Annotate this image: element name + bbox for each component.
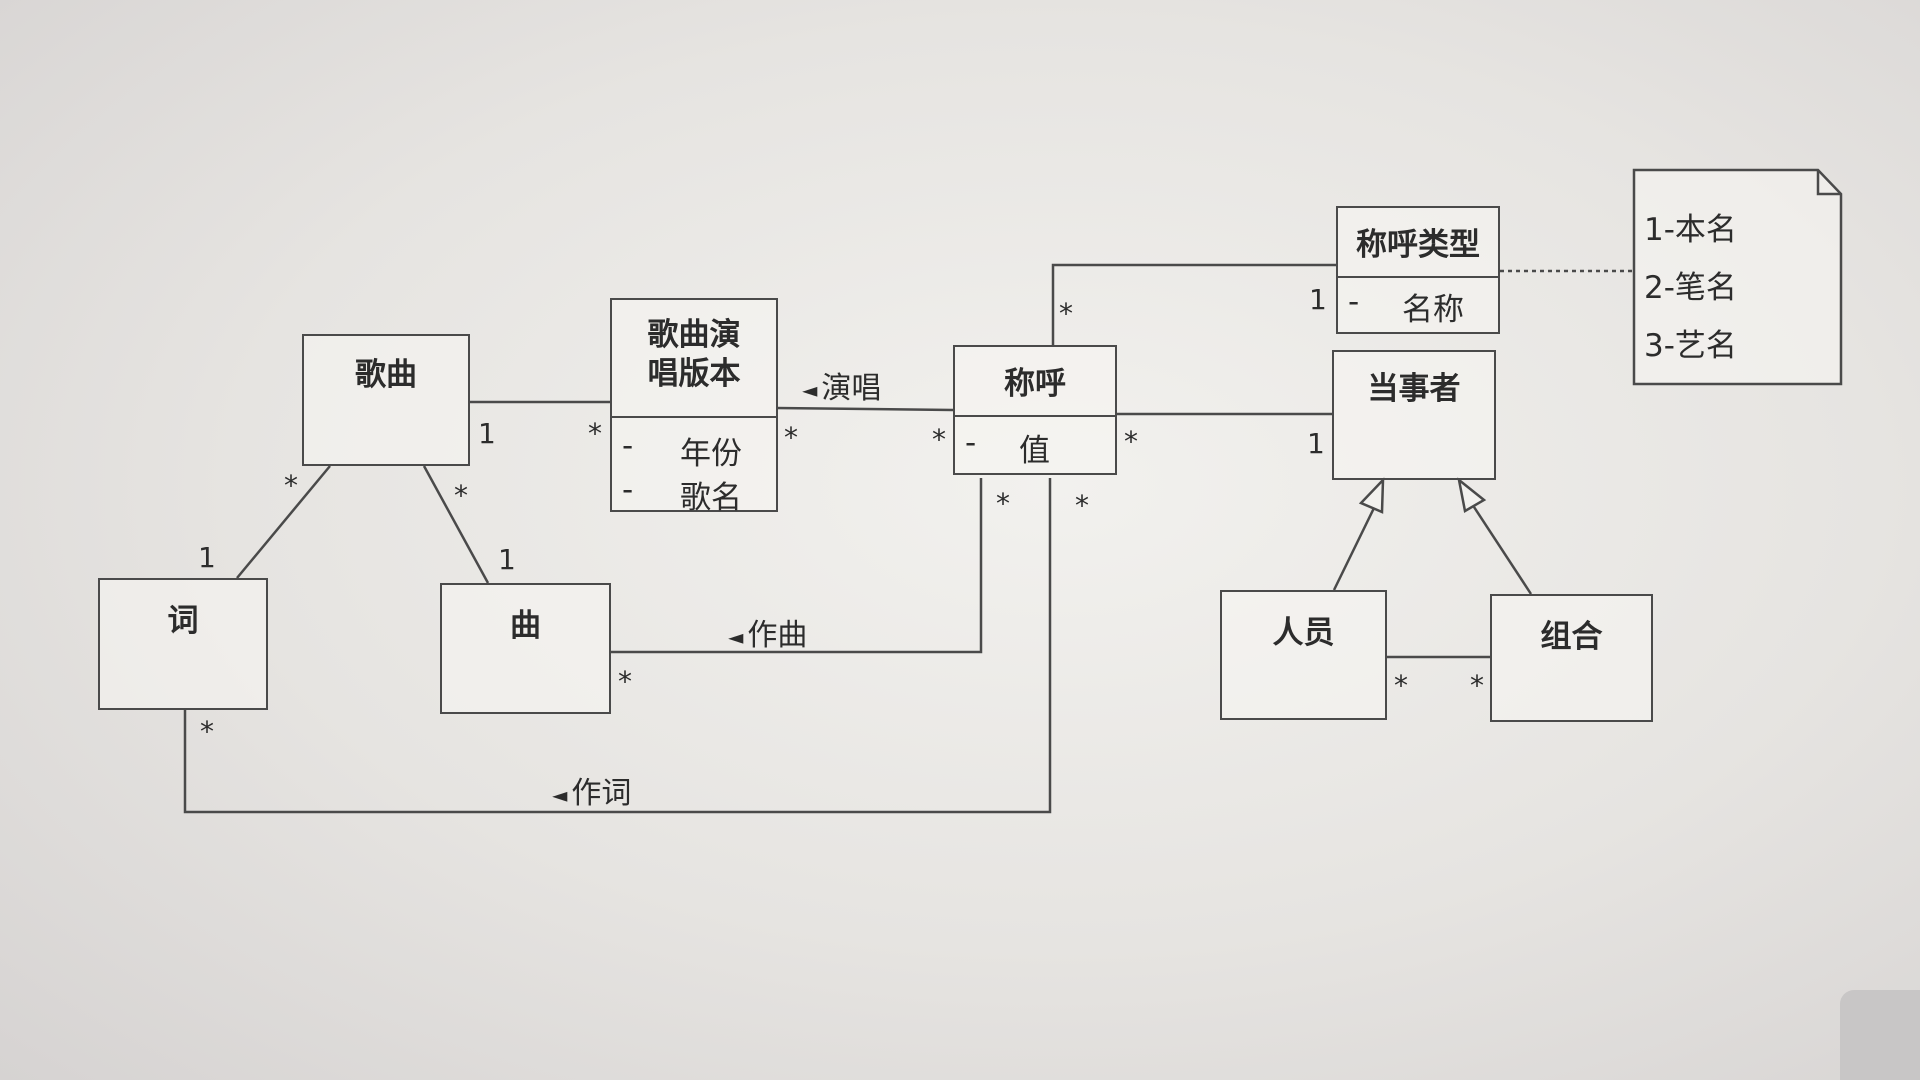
mult-song-melody-1: 1: [498, 543, 516, 576]
mult-person-group-star-left: *: [1394, 669, 1408, 702]
mult-compose-melody-star: *: [618, 665, 632, 698]
mult-appellation-party-star: *: [1124, 425, 1138, 458]
direction-arrow-icon: ◄: [552, 782, 568, 807]
label-compose-text: 作曲: [747, 618, 808, 653]
assoc-song-lyrics: [236, 465, 331, 579]
class-appellation-type-separator: [1338, 276, 1498, 278]
mult-song-melody-star: *: [454, 479, 468, 512]
note[interactable]: 1-本名 2-笔名 3-艺名: [1634, 170, 1841, 384]
class-group-title: 组合: [1540, 619, 1603, 655]
note-line-1: 1-本名: [1644, 212, 1737, 248]
attr-visibility: -: [1348, 284, 1360, 320]
class-version-title: 歌曲演 唱版本: [612, 300, 776, 394]
mult-song-version-1: 1: [478, 417, 496, 450]
class-song[interactable]: 歌曲: [302, 334, 470, 466]
class-group[interactable]: 组合: [1490, 594, 1653, 722]
mult-person-group-star-right: *: [1470, 669, 1484, 702]
assoc-write-lyrics: [183, 478, 1052, 814]
class-song-title: 歌曲: [355, 357, 417, 393]
assoc-appellation-type: [1051, 263, 1336, 345]
class-appellation-attr-value: - 值: [955, 425, 1115, 469]
class-person-title: 人员: [1272, 615, 1335, 651]
class-version-title-line1: 歌曲演: [647, 317, 741, 353]
class-appellation-type-attr-name: - 名称: [1338, 284, 1498, 328]
class-version-attr-year: - 年份: [612, 428, 776, 472]
class-appellation-type[interactable]: 称呼类型 - 名称: [1336, 206, 1500, 334]
class-party-title: 当事者: [1367, 371, 1461, 407]
direction-arrow-icon: ◄: [728, 624, 744, 649]
generalization-arrow-group: [1457, 476, 1487, 513]
attr-visibility: -: [965, 425, 977, 461]
attr-name: 值: [1019, 433, 1050, 469]
mult-sing-version-star: *: [784, 421, 798, 454]
note-line-2: 2-笔名: [1644, 270, 1737, 306]
generalization-arrow-person: [1358, 476, 1385, 514]
note-fold: [1816, 170, 1841, 196]
mult-lyrics-writer-star: *: [200, 715, 214, 748]
class-appellation-type-title: 称呼类型: [1356, 227, 1480, 263]
mult-sing-appellation-star: *: [932, 423, 946, 456]
attr-name: 歌名: [680, 480, 742, 516]
mult-appellation-party-1: 1: [1307, 427, 1325, 460]
class-version-separator: [612, 416, 776, 418]
assoc-compose: [609, 478, 983, 654]
assoc-sing: [775, 406, 954, 412]
class-version-title-line2: 唱版本: [647, 355, 741, 392]
mult-compose-appellation-star: *: [996, 487, 1010, 520]
direction-arrow-icon: ◄: [802, 377, 818, 402]
label-compose: ◄作曲: [728, 610, 807, 654]
note-shape: [1632, 168, 1843, 386]
class-appellation-separator: [955, 415, 1115, 417]
label-write-lyrics: ◄作词: [552, 768, 631, 812]
label-sing: ◄演唱: [802, 363, 881, 407]
generalization-person: [1332, 507, 1376, 591]
mult-type-appellation-star: *: [1059, 297, 1073, 330]
class-appellation-title: 称呼: [1004, 366, 1066, 402]
class-lyrics-title: 词: [167, 603, 199, 639]
attr-name: 年份: [680, 436, 742, 472]
label-sing-text: 演唱: [821, 371, 882, 406]
mult-song-lyrics-1: 1: [198, 541, 216, 574]
attr-visibility: -: [622, 472, 634, 508]
mult-song-lyrics-star: *: [284, 469, 298, 502]
mult-song-version-star: *: [588, 417, 602, 450]
generalization-group: [1472, 506, 1533, 595]
class-version-attr-title: - 歌名: [612, 472, 776, 516]
screen-corner: [1840, 990, 1920, 1080]
class-lyrics[interactable]: 词: [98, 578, 268, 710]
class-appellation[interactable]: 称呼 - 值: [953, 345, 1117, 475]
mult-type-1: 1: [1309, 283, 1327, 316]
class-melody-title: 曲: [510, 608, 541, 644]
attr-visibility: -: [622, 428, 634, 464]
assoc-song-melody: [422, 465, 490, 584]
class-melody[interactable]: 曲: [440, 583, 611, 714]
label-write-lyrics-text: 作词: [571, 776, 632, 811]
attr-name: 名称: [1402, 292, 1464, 328]
class-version[interactable]: 歌曲演 唱版本 - 年份 - 歌名: [610, 298, 778, 516]
note-line-3: 3-艺名: [1644, 328, 1737, 364]
class-party[interactable]: 当事者: [1332, 350, 1496, 480]
class-person[interactable]: 人员: [1220, 590, 1387, 720]
mult-lyrics-appellation-star: *: [1075, 489, 1089, 522]
